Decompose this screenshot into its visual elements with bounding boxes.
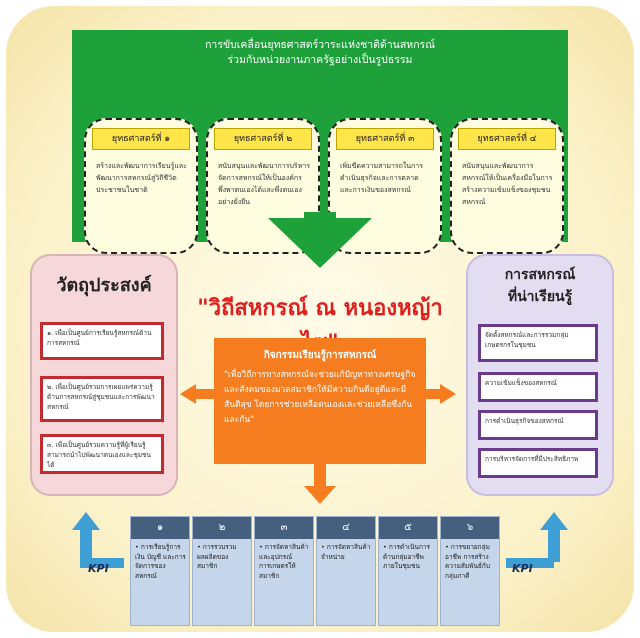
column-text: • การจัดหาสินค้าจำหน่าย — [321, 543, 371, 561]
learning-item: การดำเนินธุรกิจของสหกรณ์ — [478, 410, 598, 440]
activity-title: กิจกรรมเรียนรู้การสหกรณ์ — [263, 350, 377, 361]
column-number: ๑ — [131, 517, 189, 539]
column-number: ๒ — [193, 517, 251, 539]
strategy-text: เพิ่มขีดความสามารถในการดำเนินธุรกิจและกา… — [340, 162, 423, 194]
learning-item: ความเข้มแข็งของสหกรณ์ — [478, 372, 598, 402]
activity-panel: กิจกรรมเรียนรู้การสหกรณ์ "เพื่อวิถีการทา… — [214, 338, 426, 464]
strategy-panel-title: การขับเคลื่อนยุทธศาสตร์วาระแห่งชาติด้านส… — [72, 38, 568, 68]
right-arrow-bar — [424, 389, 442, 399]
strategy-label: ยุทธศาสตร์ที่ ๔ — [458, 128, 556, 150]
column-number: ๕ — [379, 517, 437, 539]
column-number: ๔ — [317, 517, 375, 539]
objective-item: ๑. เพื่อเป็นศูนย์การเรียนรู้สหกรณ์ด้านกา… — [40, 322, 164, 360]
kpi-right-arrow-icon — [540, 512, 568, 530]
column-number: ๖ — [441, 517, 499, 539]
strategy-label: ยุทธศาสตร์ที่ ๑ — [92, 128, 190, 150]
column-text: • การจัดหาสินค้าและอุปกรณ์การเกษตรให้สมา… — [259, 543, 309, 580]
kpi-left-label: KPI — [88, 562, 109, 575]
output-column-4: ๔ • การจัดหาสินค้าจำหน่าย — [316, 516, 376, 626]
strategy-label: ยุทธศาสตร์ที่ ๒ — [214, 128, 312, 150]
strategy-label: ยุทธศาสตร์ที่ ๓ — [336, 128, 434, 150]
kpi-left-arrow-icon — [72, 512, 100, 530]
activity-down-arrow-stem — [314, 464, 326, 488]
header-line-2: ร่วมกับหน่วยงานภาครัฐอย่างเป็นรูปธรรม — [227, 54, 413, 66]
learning-item: การบริหารจัดการที่มีประสิทธิภาพ — [478, 448, 598, 478]
activity-down-arrow-icon — [304, 486, 336, 504]
kpi-left-arrow-stem — [80, 528, 92, 562]
down-arrow-icon — [268, 218, 372, 268]
output-column-6: ๖ • การขยายกลุ่มอาชีพ การสร้างความสัมพัน… — [440, 516, 500, 626]
learning-title-line-2: ที่น่าเรียนรู้ — [507, 289, 573, 305]
kpi-left-arrow-base — [80, 558, 124, 568]
header-line-1: การขับเคลื่อนยุทธศาสตร์วาระแห่งชาติด้านส… — [205, 39, 435, 51]
output-column-3: ๓ • การจัดหาสินค้าและอุปกรณ์การเกษตรให้ส… — [254, 516, 314, 626]
column-text: • การเรียนรู้การเงิน บัญชี และการจัดการข… — [135, 543, 186, 580]
objectives-panel: วัตถุประสงค์ ๑. เพื่อเป็นศูนย์การเรียนรู… — [30, 254, 178, 496]
left-arrow-bar — [194, 389, 216, 399]
strategy-card-4: ยุทธศาสตร์ที่ ๔ สนับสนุนและพัฒนาการสหกรณ… — [450, 118, 564, 254]
output-column-2: ๒ • การรวบรวมผลผลิตของสมาชิก — [192, 516, 252, 626]
objective-item: ๓. เพื่อเป็นศูนย์รวมความรู้ที่ผู้เรียนรู… — [40, 434, 164, 474]
strategy-text: สนับสนุนและพัฒนาการบริหารจัดการสหกรณ์ให้… — [218, 162, 310, 206]
output-column-1: ๑ • การเรียนรู้การเงิน บัญชี และการจัดกา… — [130, 516, 190, 626]
column-text: • การขยายกลุ่มอาชีพ การสร้างความสัมพันธ์… — [445, 543, 490, 580]
kpi-right-label: KPI — [512, 562, 533, 575]
strategy-panel: การขับเคลื่อนยุทธศาสตร์วาระแห่งชาติด้านส… — [72, 30, 568, 254]
objective-item: ๒. เพื่อเป็นศูนย์รวมการเผยแพร่ความรู้ด้า… — [40, 376, 164, 422]
kpi-right-arrow-stem — [548, 528, 560, 562]
output-column-5: ๕ • การดำเนินการด้านกลุ่มอาชีพ ภายในชุมช… — [378, 516, 438, 626]
column-text: • การรวบรวมผลผลิตของสมาชิก — [197, 543, 237, 570]
left-arrow-icon — [180, 384, 196, 404]
strategy-text: สนับสนุนและพัฒนาการสหกรณ์ให้เป็นเครื่องม… — [462, 162, 553, 206]
column-text: • การดำเนินการด้านกลุ่มอาชีพ ภายในชุมชน — [383, 543, 431, 570]
learning-title-line-1: การสหกรณ์ — [504, 267, 576, 283]
strategy-card-1: ยุทธศาสตร์ที่ ๑ สร้างและพัฒนาการเรียนรู้… — [84, 118, 198, 254]
objectives-title: วัตถุประสงค์ — [56, 275, 152, 296]
right-arrow-icon — [440, 384, 456, 404]
column-number: ๓ — [255, 517, 313, 539]
learning-panel: การสหกรณ์ ที่น่าเรียนรู้ จัดตั้งสหกรณ์แล… — [466, 254, 614, 496]
strategy-text: สร้างและพัฒนาการเรียนรู้และพัฒนาการสหกรณ… — [96, 162, 187, 194]
learning-item: จัดตั้งสหกรณ์และการรวมกลุ่มเกษตรกรในชุมช… — [478, 324, 598, 362]
kpi-right-arrow-base — [506, 558, 554, 568]
activity-text: "เพื่อวิถีการทางสหกรณ์จะช่วยแก้ปัญหาทางเ… — [224, 370, 416, 425]
